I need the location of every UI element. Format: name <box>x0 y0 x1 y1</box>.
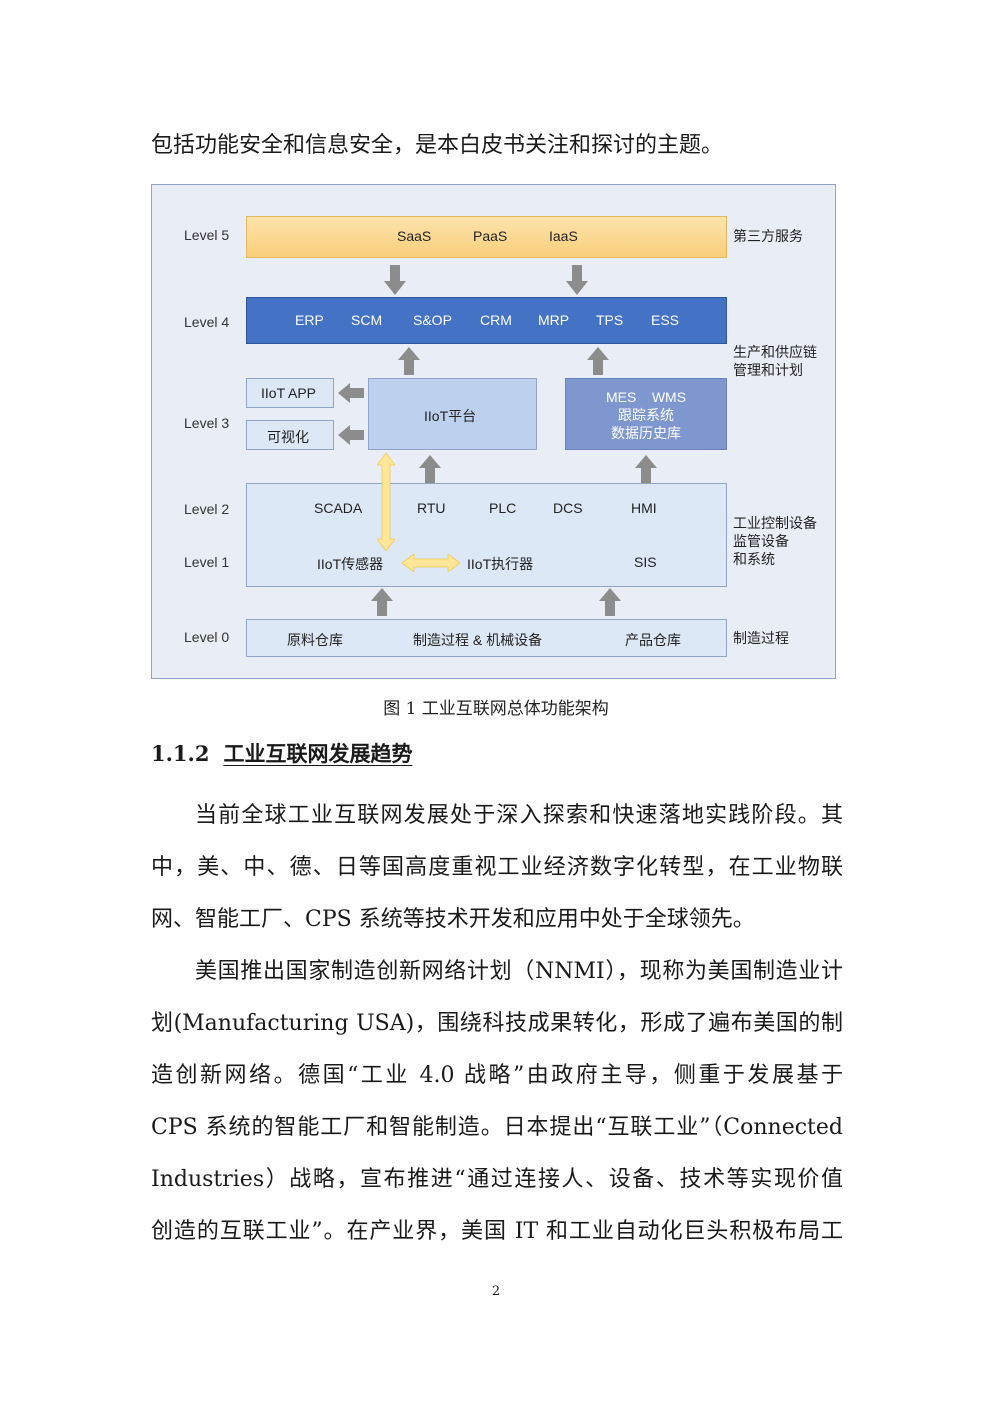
text-line: 美国推出国家制造创新网络计划（NNMI），现称为美国制造业计 <box>195 959 843 984</box>
level5-bar: SaaS PaaS IaaS <box>246 216 727 258</box>
level4-right-label: 生产和供应链 管理和计划 <box>733 344 817 378</box>
iiot-platform-box: IIoT平台 <box>368 378 537 450</box>
arrow-up-icon <box>419 455 441 483</box>
level-label-0: Level 0 <box>184 629 230 645</box>
level0-bar: 原料仓库 制造过程 & 机械设备 产品仓库 <box>246 619 727 657</box>
arrow-up-icon <box>587 347 609 375</box>
level5-item: SaaS <box>397 228 432 244</box>
text-line: 网、智能工厂、CPS 系统等技术开发和应用中处于全球领先。 <box>151 907 755 932</box>
section-number: 1.1.2 <box>151 741 210 766</box>
level2-item: HMI <box>631 500 657 516</box>
body-paragraph: 当前全球工业互联网发展处于深入探索和快速落地实践阶段。其 中，美、中、德、日等国… <box>151 790 843 946</box>
arrow-up-icon <box>635 455 657 483</box>
level2-item: SCADA <box>314 500 363 516</box>
control-layer-box: SCADA RTU PLC DCS HMI IIoT传感器 IIoT执行器 SI… <box>246 483 727 587</box>
section-title: 工业互联网发展趋势 <box>223 741 413 766</box>
level5-right-label: 第三方服务 <box>733 228 803 244</box>
level2-item: RTU <box>417 500 446 516</box>
level0-item: 制造过程 & 机械设备 <box>413 632 543 648</box>
level-label-1: Level 1 <box>184 554 230 570</box>
text-line: 中，美、中、德、日等国高度重视工业经济数字化转型，在工业物联 <box>151 855 843 880</box>
level-label-4: Level 4 <box>184 314 230 330</box>
level-label-5: Level 5 <box>184 227 230 243</box>
text-line: 当前全球工业互联网发展处于深入探索和快速落地实践阶段。其 <box>195 803 843 828</box>
control-right-label: 工业控制设备 监管设备 和系统 <box>733 515 817 567</box>
level4-item: MRP <box>538 312 570 328</box>
level4-item: S&OP <box>413 312 452 328</box>
mes-box: MES WMS 跟踪系统 数据历史库 <box>565 378 727 450</box>
text-line: 创造的互联工业”。在产业界，美国 IT 和工业自动化巨头积极布局工 <box>151 1219 843 1244</box>
level2-item: DCS <box>553 500 583 516</box>
level4-item: TPS <box>596 312 624 328</box>
level0-item: 原料仓库 <box>287 632 343 648</box>
level4-bar: ERP SCM S&OP CRM MRP TPS ESS <box>246 297 727 344</box>
sis-label: SIS <box>634 554 657 570</box>
level4-item: ESS <box>651 312 680 328</box>
arrow-up-icon <box>371 588 393 616</box>
level4-item: SCM <box>351 312 383 328</box>
architecture-diagram: Level 5 Level 4 Level 3 Level 2 Level 1 … <box>151 184 836 679</box>
section-heading: 1.1.2 工业互联网发展趋势 <box>151 738 412 768</box>
text-line: 造创新网络。德国“工业 4.0 战略”由政府主导，侧重于发展基于 <box>151 1063 843 1088</box>
arrow-left-icon <box>338 425 364 445</box>
visualization-box: 可视化 <box>246 420 334 450</box>
iiot-app-box: IIoT APP <box>246 378 334 408</box>
arrow-up-icon <box>599 588 621 616</box>
level2-item: PLC <box>489 500 517 516</box>
text-line: 划(Manufacturing USA)，围绕科技成果转化，形成了遍布美国的制 <box>151 1011 843 1036</box>
arrow-down-icon <box>384 265 406 295</box>
level-label-2: Level 2 <box>184 501 230 517</box>
level4-item: ERP <box>295 312 324 328</box>
arrow-left-icon <box>338 383 364 403</box>
page-number: 2 <box>491 1284 501 1299</box>
level4-item: CRM <box>480 312 512 328</box>
arrow-down-icon <box>566 265 588 295</box>
double-arrow-vertical-icon <box>377 453 395 551</box>
body-paragraph: 美国推出国家制造创新网络计划（NNMI），现称为美国制造业计 划(Manufac… <box>151 946 843 1258</box>
text-line: 包括功能安全和信息安全，是本白皮书关注和探讨的主题。 <box>151 133 724 158</box>
actuator-label: IIoT执行器 <box>467 556 534 572</box>
intro-paragraph: 包括功能安全和信息安全，是本白皮书关注和探讨的主题。 <box>151 120 843 172</box>
arrow-up-icon <box>398 347 420 375</box>
sensor-label: IIoT传感器 <box>317 556 384 572</box>
level5-item: IaaS <box>549 228 578 244</box>
text-line: Industries）战略，宣布推进“通过连接人、设备、技术等实现价值 <box>151 1167 843 1192</box>
level0-right-label: 制造过程 <box>733 630 789 646</box>
level-label-3: Level 3 <box>184 415 230 431</box>
figure-caption: 图 1 工业互联网总体功能架构 <box>383 699 609 719</box>
double-arrow-horizontal-icon <box>402 554 460 572</box>
level0-item: 产品仓库 <box>625 632 681 648</box>
text-line: CPS 系统的智能工厂和智能制造。日本提出“互联工业”（Connected <box>151 1115 843 1140</box>
level5-item: PaaS <box>473 228 508 244</box>
